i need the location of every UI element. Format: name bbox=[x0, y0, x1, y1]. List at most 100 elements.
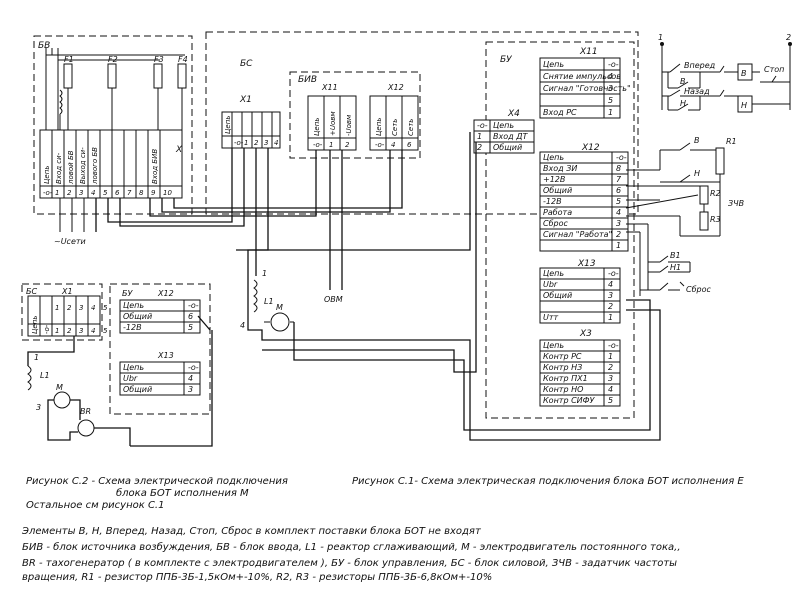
bu-x11-num: -о- bbox=[608, 60, 619, 69]
x4-name: Цепь bbox=[493, 121, 514, 130]
note-3: BR - тахогенератор ( в комплекте с элект… bbox=[22, 557, 677, 569]
bu-x3-name: Контр НЗ bbox=[543, 363, 582, 372]
motor-pin-4: 4 bbox=[240, 321, 245, 330]
small-bs-label: БС bbox=[26, 287, 37, 296]
x4-num: 2 bbox=[477, 143, 482, 152]
bu-x12-num: 1 bbox=[616, 241, 621, 250]
biv-x12-label: Х12 bbox=[387, 83, 404, 92]
bu-x12-num: 2 bbox=[616, 230, 621, 239]
bu-x11-label: Х11 bbox=[579, 47, 598, 57]
biv-label: БИВ bbox=[298, 75, 317, 85]
bu-x3-num: 4 bbox=[608, 385, 613, 394]
bu-x12-name: +12В bbox=[543, 175, 565, 184]
fuse-f2-label: F2 bbox=[108, 55, 118, 64]
bu-x4-label: Х4 bbox=[507, 109, 520, 119]
net-voltage-label: ~Uсети bbox=[54, 237, 86, 246]
bv-pin-num: 1 bbox=[55, 189, 59, 197]
bu-x13-name: Uтт bbox=[543, 313, 559, 322]
bv-pin-name: ловой БВ bbox=[67, 150, 75, 185]
ctrl-stop: Стоп bbox=[764, 65, 784, 74]
bu-x12-num: 5 bbox=[616, 197, 621, 206]
small-x1-pin: Цепь bbox=[31, 316, 39, 334]
small-x1-pin-bottom: 3 bbox=[79, 327, 83, 335]
bv-pin-num: 7 bbox=[127, 189, 132, 197]
ctrl-r2: R2 bbox=[710, 189, 721, 198]
ctrl-r1: R1 bbox=[726, 137, 737, 146]
biv-block: БИВ Х11 Х12 Цепь-о-+Uовм1-Uовм2Цепь-о-Се… bbox=[289, 71, 421, 159]
bv-connector-x-label: Х bbox=[175, 145, 183, 155]
small-x12-num: 6 bbox=[188, 312, 193, 321]
small-x13-num: -о- bbox=[188, 363, 199, 372]
small-x12-row: Цепь-о- bbox=[123, 301, 199, 310]
bv-pin-num: 9 bbox=[151, 189, 156, 197]
biv-x11-label: Х11 bbox=[321, 83, 338, 92]
bu-x3-num: 2 bbox=[608, 363, 613, 372]
bu-x3-label: Х3 bbox=[579, 329, 592, 339]
bu-x12-row: Вход ЗИ 8 bbox=[543, 164, 621, 173]
bs-x1-pin: Цепь bbox=[224, 116, 232, 134]
small-pin-3: 3 bbox=[36, 403, 41, 412]
fuses: F1 F2 F3 F4 bbox=[59, 55, 188, 130]
small-x1-pin-top: 5 bbox=[103, 304, 108, 312]
small-x1-pin-top: 4 bbox=[91, 304, 95, 312]
bu-x12-num: 8 bbox=[616, 164, 621, 173]
ctrl-r3: R3 bbox=[710, 215, 721, 224]
bu-x13-num: -о- bbox=[608, 269, 619, 278]
bs-x1-pin: 2 bbox=[254, 139, 259, 147]
small-motor-circuit: 1 L1 М 3 BR bbox=[27, 315, 211, 446]
bs-x1-pin: 1 bbox=[244, 139, 248, 147]
ctrl-node-1: 1 bbox=[658, 33, 663, 42]
x4-name: Вход ДТ bbox=[493, 132, 528, 141]
note-1: Элементы В, Н, Вперед, Назад, Стоп, Сбро… bbox=[21, 525, 482, 537]
bu-x11-num: 3 bbox=[608, 84, 613, 93]
biv_x12-name: Цепь bbox=[375, 118, 383, 136]
small-x13-num: 4 bbox=[188, 374, 193, 383]
ctrl-b-contact: В bbox=[694, 136, 700, 145]
bu-x12-num: 3 bbox=[616, 219, 621, 228]
bu-label: БУ bbox=[500, 55, 512, 65]
bu-x13-name: Цепь bbox=[543, 269, 564, 278]
small-x13-num: 3 bbox=[188, 385, 193, 394]
small-x1-pin-bottom: 2 bbox=[67, 327, 72, 335]
bv-pin-name: Выход си- bbox=[79, 147, 87, 184]
bv-pin-num: 4 bbox=[91, 189, 95, 197]
bu-x12-name: Сброс bbox=[543, 219, 568, 228]
caption-c2-line3: Остальное см рисунок С.1 bbox=[26, 500, 164, 511]
small-x1-pin-top: 2 bbox=[67, 304, 72, 312]
bu-x12-label: Х12 bbox=[581, 143, 600, 153]
bu-x3-name: Цепь bbox=[543, 341, 564, 350]
bu-x11-name: Вход РС bbox=[543, 108, 577, 117]
caption-c2-line1: Рисунок С.2 - Схема электрической подклю… bbox=[26, 476, 288, 487]
small-x13-name: Общий bbox=[123, 385, 152, 394]
small-x1-pin-bottom: 5 bbox=[103, 327, 108, 335]
small-x1-pin-bottom: 4 bbox=[91, 327, 95, 335]
motor-m: М bbox=[276, 303, 283, 312]
bu-x11-row: Сигнал "Готовность"3 bbox=[543, 84, 631, 93]
bu-x11-row: 5 bbox=[608, 96, 613, 105]
biv_x12-name: Сеть bbox=[391, 119, 399, 136]
bs-x1-pin: 4 bbox=[274, 139, 278, 147]
small-x1-pin-top: 1 bbox=[55, 304, 59, 312]
ctrl-b1: В1 bbox=[670, 251, 681, 260]
x4-num: 1 bbox=[477, 132, 482, 141]
bu-x12-name: Вход ЗИ bbox=[543, 164, 577, 173]
small-x1-pin: -о- bbox=[43, 324, 51, 334]
bu-x12-row: 1 bbox=[616, 241, 621, 250]
small-x1-label: Х1 bbox=[61, 287, 73, 296]
bs-label: БС bbox=[240, 59, 253, 69]
caption-c1: Рисунок С.1- Схема электрическая подключ… bbox=[352, 475, 744, 487]
bv-pin-num: 5 bbox=[103, 189, 108, 197]
bu-x12-row: Цепь-о- bbox=[543, 153, 627, 162]
bv-pin-name: лового БВ bbox=[91, 147, 99, 185]
biv_x11-num: -о- bbox=[313, 141, 323, 149]
bv-pin-num: 10 bbox=[163, 189, 172, 197]
